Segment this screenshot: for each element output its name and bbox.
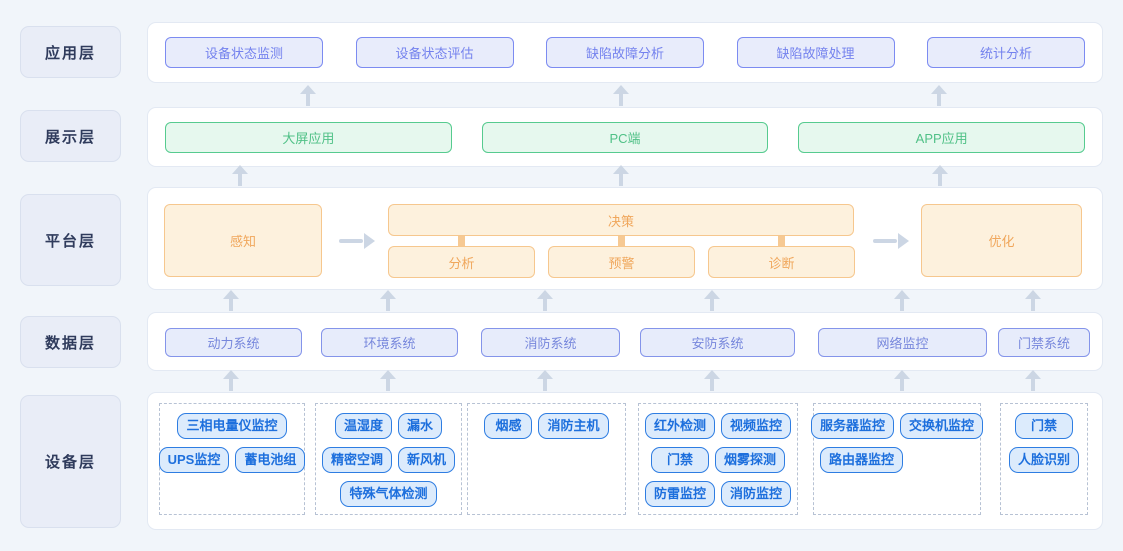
device-group-access: 门禁 人脸识别 — [1000, 403, 1088, 515]
device-item-access-control: 门禁 — [650, 447, 709, 473]
platform-layer-panel: 感知 决策 分析 预警 诊断 优化 — [147, 187, 1103, 290]
device-item-battery-bank: 蓄电池组 — [235, 447, 306, 473]
up-arrow-icon — [932, 165, 948, 186]
up-arrow-icon — [894, 290, 910, 311]
platform-optimize-box: 优化 — [921, 204, 1082, 277]
data-item-access-system: 门禁系统 — [998, 328, 1090, 357]
layer-label-platform: 平台层 — [20, 194, 121, 286]
platform-warning-box: 预警 — [548, 246, 695, 278]
device-item-fresh-air-unit: 新风机 — [398, 447, 456, 473]
data-layer-panel: 动力系统 环境系统 消防系统 安防系统 网络监控 门禁系统 — [147, 312, 1103, 371]
up-arrow-icon — [704, 370, 720, 391]
data-item-fire-system: 消防系统 — [481, 328, 620, 357]
device-item-temp-humidity: 温湿度 — [334, 413, 392, 439]
platform-perception-box: 感知 — [164, 204, 322, 277]
data-item-environment-system: 环境系统 — [321, 328, 458, 357]
right-arrow-icon — [337, 233, 375, 249]
device-group-power: 三相电量仪监控 UPS监控 蓄电池组 — [158, 403, 306, 515]
device-group-fire: 烟感 消防主机 — [467, 403, 626, 515]
device-group-security: 红外检测 视频监控 门禁 烟雾探测 防雷监控 消防监控 — [638, 403, 798, 515]
device-item-fire-host: 消防主机 — [538, 413, 609, 439]
decision-connector — [618, 236, 625, 247]
display-item-pc: PC端 — [481, 121, 769, 153]
device-group-environment: 温湿度 漏水 精密空调 新风机 特殊气体检测 — [315, 403, 462, 515]
app-item-statistic-analysis: 统计分析 — [927, 37, 1085, 68]
device-item-fire-monitor: 消防监控 — [721, 481, 792, 507]
device-item-smoke-sensor: 烟感 — [484, 413, 533, 439]
up-arrow-icon — [704, 290, 720, 311]
up-arrow-icon — [537, 290, 553, 311]
device-item-precision-ac: 精密空调 — [321, 447, 392, 473]
device-layer-panel: 三相电量仪监控 UPS监控 蓄电池组 温湿度 漏水 精密空调 新风机 特殊气体检… — [147, 392, 1103, 530]
up-arrow-icon — [1025, 370, 1041, 391]
up-arrow-icon — [613, 85, 629, 106]
device-item-water-leak: 漏水 — [398, 413, 443, 439]
up-arrow-icon — [223, 290, 239, 311]
platform-diagnosis-box: 诊断 — [708, 246, 855, 278]
app-item-defect-fault-analysis: 缺陷故障分析 — [546, 37, 704, 68]
app-item-defect-fault-handling: 缺陷故障处理 — [736, 37, 895, 68]
device-item-face-recognition: 人脸识别 — [1008, 447, 1079, 473]
device-item-smoke-detect: 烟雾探测 — [714, 447, 785, 473]
up-arrow-icon — [537, 370, 553, 391]
up-arrow-icon — [1025, 290, 1041, 311]
up-arrow-icon — [223, 370, 239, 391]
device-item-lightning-monitor: 防雷监控 — [644, 481, 715, 507]
data-item-power-system: 动力系统 — [165, 328, 302, 357]
up-arrow-icon — [300, 85, 316, 106]
layer-label-application: 应用层 — [20, 26, 121, 78]
up-arrow-icon — [931, 85, 947, 106]
decision-connector — [458, 236, 465, 247]
app-item-device-status-monitor: 设备状态监测 — [165, 37, 323, 68]
up-arrow-icon — [894, 370, 910, 391]
device-item-ups-monitor: UPS监控 — [158, 447, 230, 473]
layer-label-display: 展示层 — [20, 110, 121, 162]
application-layer-panel: 设备状态监测 设备状态评估 缺陷故障分析 缺陷故障处理 统计分析 — [147, 22, 1103, 83]
device-item-server-monitor: 服务器监控 — [810, 413, 894, 439]
app-item-device-status-evaluate: 设备状态评估 — [355, 37, 514, 68]
right-arrow-icon — [871, 233, 909, 249]
device-item-door-access: 门禁 — [1015, 413, 1073, 439]
up-arrow-icon — [380, 370, 396, 391]
decision-connector — [778, 236, 785, 247]
data-item-security-system: 安防系统 — [640, 328, 795, 357]
device-item-router-monitor: 路由器监控 — [820, 447, 904, 473]
platform-analysis-box: 分析 — [388, 246, 535, 278]
display-item-big-screen: 大屏应用 — [165, 121, 452, 153]
layer-label-device: 设备层 — [20, 395, 121, 528]
device-item-infrared-detect: 红外检测 — [644, 413, 715, 439]
up-arrow-icon — [380, 290, 396, 311]
platform-decision-box: 决策 — [388, 204, 854, 236]
device-item-special-gas-detect: 特殊气体检测 — [340, 481, 437, 507]
up-arrow-icon — [613, 165, 629, 186]
device-item-switch-monitor: 交换机监控 — [900, 413, 984, 439]
layer-label-data: 数据层 — [20, 316, 121, 368]
device-item-video-monitor: 视频监控 — [721, 413, 792, 439]
device-item-three-phase-meter: 三相电量仪监控 — [177, 413, 287, 439]
up-arrow-icon — [232, 165, 248, 186]
display-layer-panel: 大屏应用 PC端 APP应用 — [147, 107, 1103, 167]
device-group-network: 服务器监控 交换机监控 路由器监控 — [810, 403, 984, 515]
data-item-network-monitor: 网络监控 — [818, 328, 987, 357]
display-item-app: APP应用 — [798, 121, 1086, 153]
